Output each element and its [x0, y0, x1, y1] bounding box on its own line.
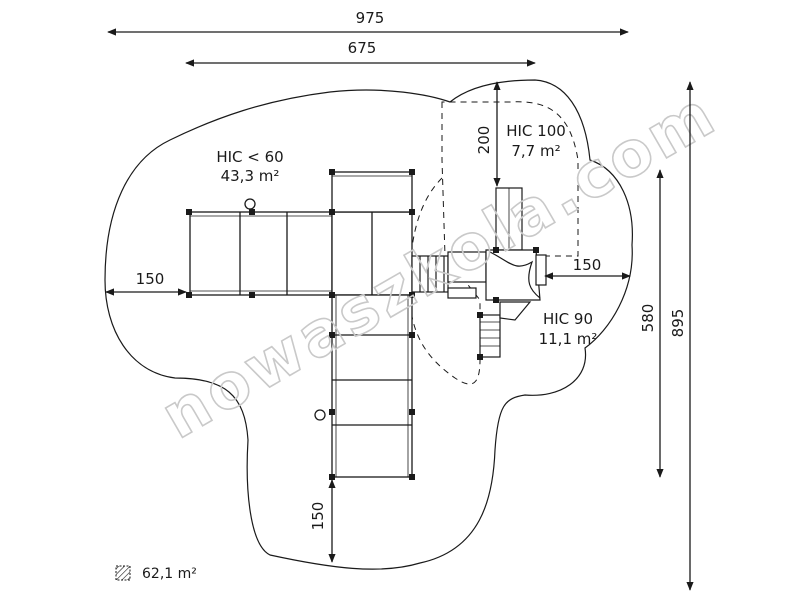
periscope-icon [244, 198, 256, 210]
hatched-area-icon [115, 565, 131, 581]
dim-total-height: 895 [669, 309, 687, 338]
zone-main-area: 43,3 m² [221, 167, 280, 185]
dim-inner-width: 675 [348, 39, 377, 57]
dim-tower-height: 200 [475, 126, 493, 155]
legend-total-area: 62,1 m² [142, 566, 197, 582]
central-platform [331, 171, 413, 296]
zone-slide-area: 11,1 m² [539, 330, 598, 348]
zone-slide-hic: HIC 90 [543, 310, 593, 328]
steering-wheel-icon [314, 409, 326, 421]
zone-tower-area: 7,7 m² [511, 142, 560, 160]
safety-zone-outline [104, 79, 633, 570]
posts [186, 169, 539, 480]
zone-tower-hic: HIC 100 [506, 122, 566, 140]
legend: 62,1 m² [115, 565, 197, 582]
zone-main-hic: HIC < 60 [216, 148, 283, 166]
hic-slide-zone [409, 177, 481, 385]
dim-total-width: 975 [356, 9, 385, 27]
horizontal-deck [189, 211, 333, 296]
dim-inner-height: 580 [639, 304, 657, 333]
dim-left-margin: 150 [136, 270, 165, 288]
hic-tower-zone [441, 101, 579, 257]
vertical-deck [331, 294, 413, 478]
tower-and-slides [479, 187, 547, 358]
dim-right-margin: 150 [573, 256, 602, 274]
dim-bottom-margin: 150 [309, 502, 327, 531]
